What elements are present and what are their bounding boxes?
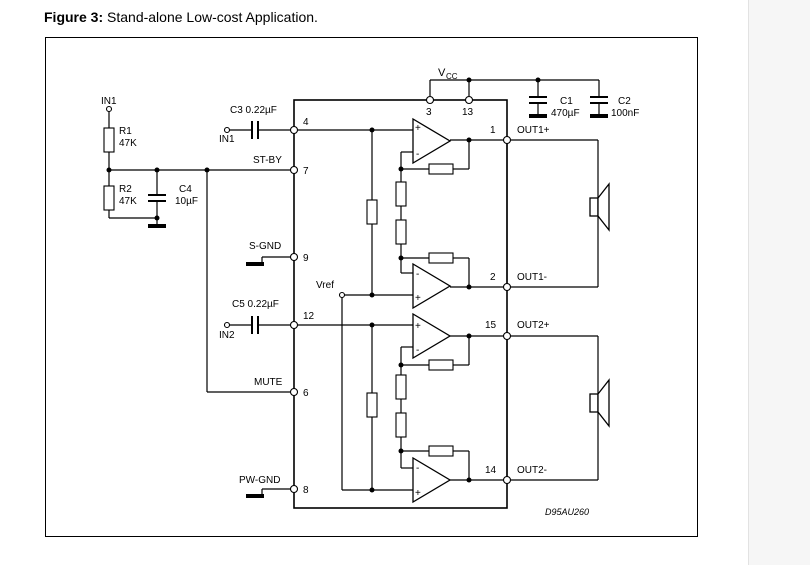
figure-title: Stand-alone Low-cost Application. [107, 9, 318, 25]
c2-ground-icon [590, 114, 608, 118]
vref-terminal [338, 291, 346, 299]
amplifiers: + - - + + - - + [412, 117, 452, 504]
output-network [506, 139, 610, 481]
vcc-label: V [438, 67, 446, 79]
out1-minus-label: OUT1- [517, 272, 547, 283]
vcc-subscript: CC [446, 72, 458, 81]
in1-top-terminal [105, 105, 113, 113]
pin-14-label: 14 [485, 465, 497, 476]
r2-name: R2 [119, 184, 132, 195]
op-amp-2-icon [412, 262, 452, 310]
c1-value: 470µF [551, 108, 580, 119]
svg-text:-: - [416, 345, 419, 356]
pw-gnd-ground-icon [246, 494, 264, 498]
pin-6-label: 6 [303, 388, 309, 399]
r1-name: R1 [119, 126, 132, 137]
internal-wiring [298, 127, 503, 493]
pin-4-label: 4 [303, 117, 309, 128]
out2-plus-label: OUT2+ [517, 320, 550, 331]
c2-value: 100nF [611, 108, 639, 119]
in1-terminal [223, 126, 231, 134]
pin-15-label: 15 [485, 320, 497, 331]
st-by-label: ST-BY [253, 155, 282, 166]
speaker-1-icon [589, 182, 610, 238]
op-amp-1-icon [412, 117, 452, 165]
c3-label: C3 0.22µF [230, 105, 277, 116]
figure-heading: Figure 3: Stand-alone Low-cost Applicati… [44, 9, 318, 25]
schematic-labels: IN1 R1 47K R2 47K C4 10µF C3 0.22µF IN1 … [101, 67, 639, 517]
in2-terminal [223, 321, 231, 329]
s-gnd-ground-icon [246, 262, 264, 266]
input-network [103, 105, 413, 498]
side-panel [748, 0, 810, 565]
svg-text:-: - [416, 463, 419, 474]
pin-8-label: 8 [303, 485, 309, 496]
r1-value: 47K [119, 138, 137, 149]
svg-text:-: - [416, 149, 419, 160]
s-gnd-label: S-GND [249, 241, 281, 252]
op-amp-3-icon [412, 312, 452, 360]
diagram-frame [45, 37, 698, 537]
ic-body [293, 99, 508, 509]
supply-network [429, 77, 608, 118]
pw-gnd-label: PW-GND [239, 475, 280, 486]
ic-pins [289, 95, 512, 494]
svg-text:+: + [415, 293, 421, 304]
svg-text:+: + [415, 488, 421, 499]
c1-name: C1 [560, 96, 573, 107]
c5-label: C5 0.22µF [232, 299, 279, 310]
r2-value: 47K [119, 196, 137, 207]
pin-12-label: 12 [303, 311, 315, 322]
svg-text:+: + [415, 321, 421, 332]
pin-13-label: 13 [462, 107, 474, 118]
mute-label: MUTE [254, 377, 283, 388]
figure-number: Figure 3: [44, 9, 104, 25]
in1-top-label: IN1 [101, 96, 117, 107]
pin-3-label: 3 [426, 107, 432, 118]
r2-resistor [103, 185, 115, 211]
in1-label: IN1 [219, 134, 235, 145]
pin-1-label: 1 [490, 125, 496, 136]
c1-ground-icon [529, 114, 547, 118]
pin-2-label: 2 [490, 272, 496, 283]
diagram-code: D95AU260 [545, 507, 589, 517]
pin-9-label: 9 [303, 253, 309, 264]
vref-label: Vref [316, 280, 334, 291]
speaker-2-icon [589, 378, 610, 432]
c4-ground-icon [148, 224, 166, 228]
r1-resistor [103, 127, 115, 153]
svg-text:+: + [415, 123, 421, 134]
svg-text:-: - [416, 269, 419, 280]
c2-name: C2 [618, 96, 631, 107]
out2-minus-label: OUT2- [517, 465, 547, 476]
in2-label: IN2 [219, 330, 235, 341]
pin-7-label: 7 [303, 166, 309, 177]
c4-name: C4 [179, 184, 192, 195]
out1-plus-label: OUT1+ [517, 125, 550, 136]
c4-value: 10µF [175, 196, 198, 207]
op-amp-4-icon [412, 456, 452, 504]
